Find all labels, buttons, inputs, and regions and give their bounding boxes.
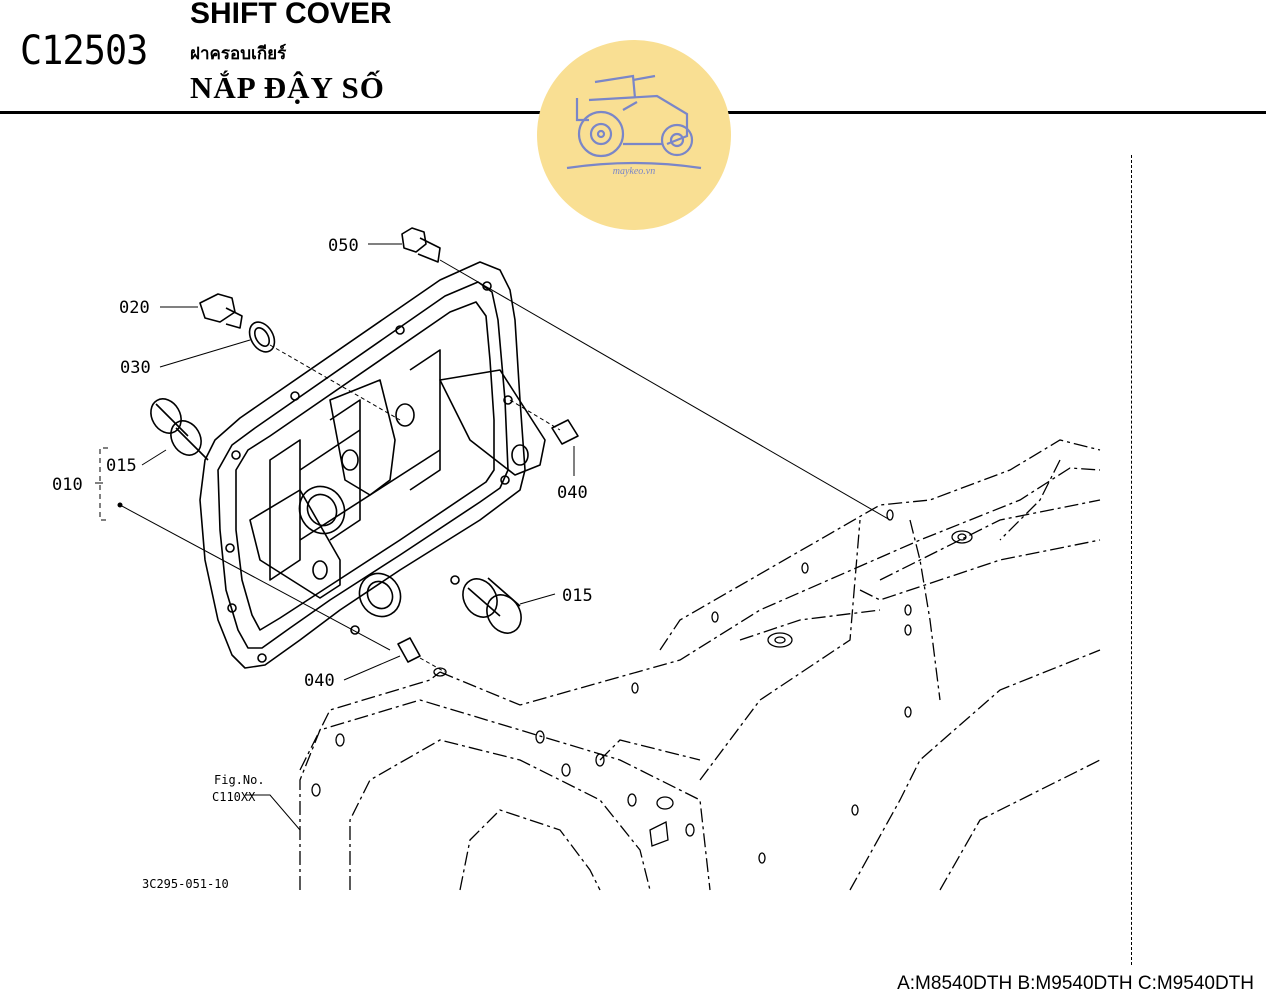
callout-020: 020 <box>119 298 150 318</box>
fig-label: Fig.No. <box>214 773 265 787</box>
callout-040-lower: 040 <box>304 671 335 691</box>
callout-050: 050 <box>328 236 359 256</box>
page-divider <box>1131 155 1132 965</box>
tractor-icon <box>566 74 702 170</box>
watermark-text: maykeo.vn <box>612 166 656 177</box>
part-code: C12503 <box>20 28 148 74</box>
shift-cover-flange <box>199 261 526 669</box>
callout-030: 030 <box>120 358 151 378</box>
callout-015-lower: 015 <box>562 586 593 606</box>
title-thai: ฝาครอบเกียร์ <box>190 44 287 64</box>
model-list: A:M8540DTH B:M9540DTH C:M9540DTH <box>897 973 1254 994</box>
callout-040-upper: 040 <box>557 483 588 503</box>
title-vietnamese: NẮP ĐẬY SỐ <box>190 70 385 105</box>
fig-number: C110XX <box>212 790 256 804</box>
drawing-id: 3C295-051-10 <box>142 877 229 891</box>
callout-010: 010 <box>52 475 83 495</box>
title-english: SHIFT COVER <box>190 0 392 30</box>
callout-015-upper: 015 <box>106 456 137 476</box>
watermark-logo: maykeo.vn <box>537 40 731 230</box>
